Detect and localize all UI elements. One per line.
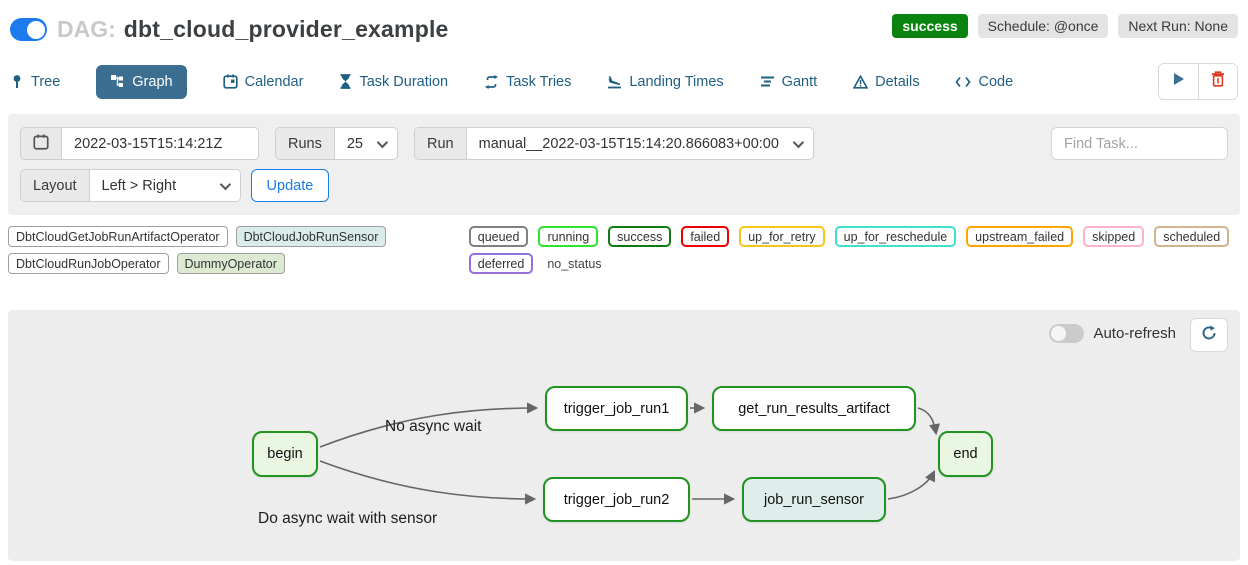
status-badge[interactable]: success (892, 13, 968, 38)
delete-dag-button[interactable] (1198, 64, 1237, 99)
run-select[interactable]: manual__2022-03-15T15:14:20.866083+00:00 (466, 128, 813, 159)
repeat-icon (484, 74, 499, 89)
filter-panel: Runs 25 Run manual__2022-03-15T15:14:20.… (8, 114, 1240, 215)
trigger-dag-button[interactable] (1159, 64, 1198, 99)
task-node-job-run-sensor[interactable]: job_run_sensor (742, 477, 886, 522)
status-badge-queued: queued (468, 226, 529, 247)
task-node-get-run-results-artifact[interactable]: get_run_results_artifact (712, 386, 916, 431)
runs-group: Runs 25 (275, 127, 398, 160)
operator-badge: DbtCloudGetJobRunArtifactOperator (8, 226, 228, 247)
header-badges: success Schedule: @once Next Run: None (892, 13, 1238, 38)
auto-refresh-toggle[interactable] (1049, 324, 1085, 343)
runs-select[interactable]: 25 (334, 128, 397, 159)
task-node-begin[interactable]: begin (252, 431, 318, 477)
legend: DbtCloudGetJobRunArtifactOperator DbtClo… (0, 215, 1248, 274)
status-badge-up-for-reschedule: up_for_reschedule (834, 226, 957, 247)
operator-badge: DbtCloudRunJobOperator (8, 253, 169, 274)
status-badge-up-for-retry: up_for_retry (739, 226, 825, 247)
calendar-icon (222, 74, 238, 89)
auto-refresh-label: Auto-refresh (1093, 325, 1176, 342)
tab-details[interactable]: Details (853, 74, 919, 90)
status-legend: queued running success failed up_for_ret… (468, 226, 1240, 274)
play-icon (1172, 72, 1185, 91)
base-date-group (20, 127, 259, 160)
operator-badge: DummyOperator (176, 253, 285, 274)
tab-landing-times[interactable]: Landing Times (607, 74, 724, 90)
hourglass-icon (339, 74, 352, 89)
base-date-input[interactable] (62, 128, 258, 159)
layout-select[interactable]: Left > Right (89, 170, 240, 201)
dag-action-buttons (1158, 63, 1238, 100)
layout-group: Layout Left > Right (20, 169, 241, 202)
trash-icon (1211, 71, 1225, 92)
calendar-picker-button[interactable] (21, 128, 62, 159)
dag-graph-panel: begin trigger_job_run1 get_run_results_a… (8, 310, 1240, 561)
toggle-knob (1051, 326, 1067, 341)
view-tabs: Tree Graph Calendar Task Duration Task T… (10, 64, 1013, 99)
tab-task-tries[interactable]: Task Tries (484, 74, 571, 90)
tree-icon (10, 74, 24, 89)
calendar-icon (33, 134, 49, 154)
operator-legend: DbtCloudGetJobRunArtifactOperator DbtClo… (8, 226, 469, 274)
edge-label-do-async-wait: Do async wait with sensor (258, 510, 438, 527)
next-run-badge: Next Run: None (1118, 13, 1238, 38)
status-badge-skipped: skipped (1083, 226, 1145, 247)
task-node-end[interactable]: end (938, 431, 993, 477)
dag-prefix-label: DAG: (57, 16, 116, 42)
warning-triangle-icon (853, 74, 869, 89)
view-tabbar: Tree Graph Calendar Task Duration Task T… (0, 49, 1248, 100)
schedule-badge: Schedule: @once (977, 13, 1109, 38)
dag-pause-toggle[interactable] (10, 18, 47, 41)
tab-graph[interactable]: Graph (96, 64, 187, 99)
filter-row-2: Layout Left > Right Update (20, 169, 1228, 202)
tab-task-duration[interactable]: Task Duration (339, 74, 448, 90)
dag-title: dbt_cloud_provider_example (123, 16, 449, 42)
status-badge-scheduled: scheduled (1154, 226, 1230, 247)
filter-row-1: Runs 25 Run manual__2022-03-15T15:14:20.… (20, 127, 1228, 160)
layout-label: Layout (21, 170, 90, 201)
status-badge-failed: failed (681, 226, 730, 247)
tab-calendar[interactable]: Calendar (222, 74, 303, 90)
plane-landing-icon (607, 74, 622, 89)
edge-label-no-async-wait: No async wait (385, 418, 482, 435)
toggle-knob (26, 20, 45, 39)
run-label: Run (415, 128, 467, 159)
run-group: Run manual__2022-03-15T15:14:20.866083+0… (414, 127, 814, 160)
refresh-icon (1201, 325, 1217, 346)
gantt-icon (760, 75, 775, 88)
auto-refresh-control: Auto-refresh (1049, 324, 1176, 343)
tab-gantt[interactable]: Gantt (760, 74, 817, 90)
task-node-trigger-job-run1[interactable]: trigger_job_run1 (545, 386, 688, 431)
graph-icon (110, 74, 125, 89)
update-button[interactable]: Update (250, 169, 330, 202)
tab-code[interactable]: Code (955, 74, 1013, 90)
status-badge-running: running (538, 226, 599, 247)
dag-header: DAG: dbt_cloud_provider_example success … (0, 0, 1248, 49)
refresh-button[interactable] (1190, 318, 1228, 352)
operator-badge: DbtCloudJobRunSensor (235, 226, 387, 247)
status-badge-success: success (608, 226, 672, 247)
find-task-input[interactable] (1051, 127, 1228, 160)
chevron-down-icon (376, 136, 389, 148)
status-badge-deferred: deferred (468, 253, 534, 274)
status-label-no-status: no_status (547, 256, 602, 271)
dag-edges (319, 402, 941, 505)
chevron-down-icon (219, 178, 231, 190)
tab-tree[interactable]: Tree (10, 74, 60, 90)
code-icon (955, 76, 972, 88)
task-node-trigger-job-run2[interactable]: trigger_job_run2 (543, 477, 690, 522)
chevron-down-icon (792, 136, 805, 148)
runs-label: Runs (276, 128, 335, 159)
status-badge-upstream-failed: upstream_failed (966, 226, 1074, 247)
